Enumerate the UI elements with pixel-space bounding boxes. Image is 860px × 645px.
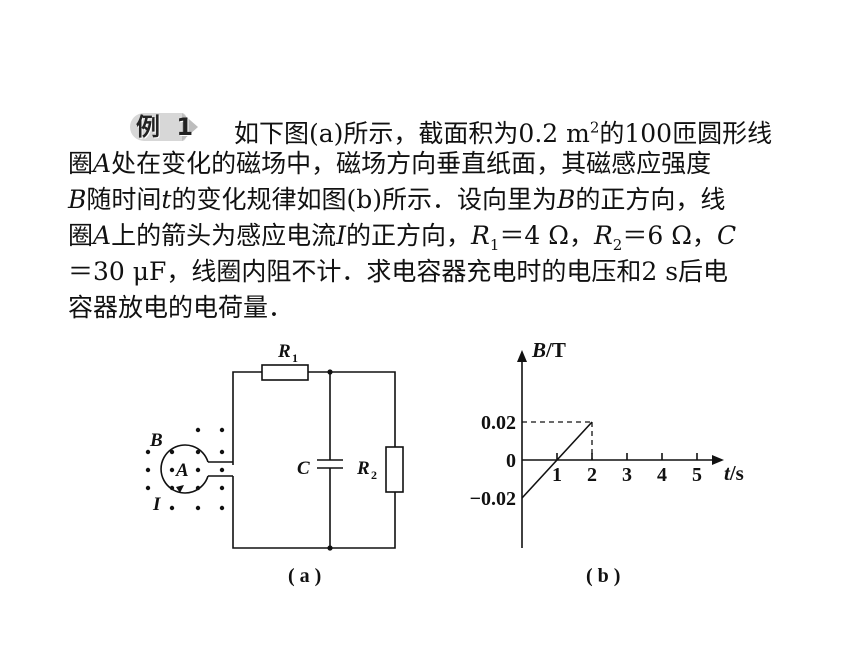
x-axis-label: t/s — [724, 461, 744, 485]
problem-text: 例 1 如下图(a)所示，截面积为0.2 m2的100匝圆形线 圈A处在变化的磁… — [68, 110, 808, 326]
label-current: I — [152, 494, 161, 515]
caption-a: ( a ) — [288, 565, 321, 587]
label-r1: R — [277, 341, 291, 362]
junction-bottom — [327, 545, 333, 551]
caption-b: ( b ) — [586, 565, 620, 587]
label-r1-sub: 1 — [292, 351, 298, 365]
y-axis-label: B/T — [531, 338, 566, 362]
badge-label: 例 1 — [136, 113, 198, 141]
x-tick-label: 2 — [587, 464, 597, 486]
label-r2-sub: 2 — [371, 468, 377, 482]
x-axis-arrow-icon — [712, 455, 724, 465]
label-field: B — [149, 430, 163, 451]
problem-line-1: 例 1 如下图(a)所示，截面积为0.2 m2的100匝圆形线 — [68, 110, 808, 149]
coil-a — [160, 444, 209, 494]
y-tick-label: −0.02 — [470, 488, 516, 510]
label-coil: A — [175, 460, 189, 481]
badge-pill — [130, 113, 186, 141]
example-badge: 例 1 — [130, 110, 210, 144]
problem-line-3: B随时间t的变化规律如图(b)所示．设向里为B的正方向，线 — [68, 185, 726, 214]
wire-top-right — [308, 371, 396, 447]
x-ticks: 1 2 3 4 5 — [552, 453, 702, 486]
y-tick-label: 0 — [506, 450, 516, 472]
series-line — [521, 421, 593, 499]
label-capacitor: C — [297, 458, 310, 479]
field-dots — [145, 427, 225, 511]
x-tick-label: 5 — [692, 464, 702, 486]
junction-top — [327, 369, 333, 375]
problem-line-5: ＝30 μF，线圈内阻不计．求电容器充电时的电压和2 s后电 — [68, 257, 729, 286]
label-r2: R — [356, 458, 370, 479]
wire-right-bottom — [232, 476, 396, 549]
y-axis-arrow-icon — [517, 350, 527, 362]
y-ticks: 0.02 0 −0.02 — [470, 412, 516, 510]
coil-current-arrow-icon — [176, 485, 184, 493]
problem-line-2: 圈A处在变化的磁场中，磁场方向垂直纸面，其磁感应强度 — [68, 149, 712, 178]
x-tick-label: 3 — [622, 464, 632, 486]
y-tick-label: 0.02 — [481, 412, 516, 434]
x-tick-label: 1 — [552, 464, 562, 486]
x-tick-label: 4 — [657, 464, 667, 486]
line-1-text: 如下图(a)所示，截面积为0.2 m2的100匝圆形线 — [234, 119, 773, 149]
problem-line-6: 容器放电的电荷量． — [68, 293, 294, 322]
problem-line-4: 圈A上的箭头为感应电流I的正方向，R1＝4 Ω，R2＝6 Ω，C — [68, 221, 737, 254]
badge-arrow-icon — [182, 113, 198, 141]
wire-top-left — [232, 371, 262, 465]
